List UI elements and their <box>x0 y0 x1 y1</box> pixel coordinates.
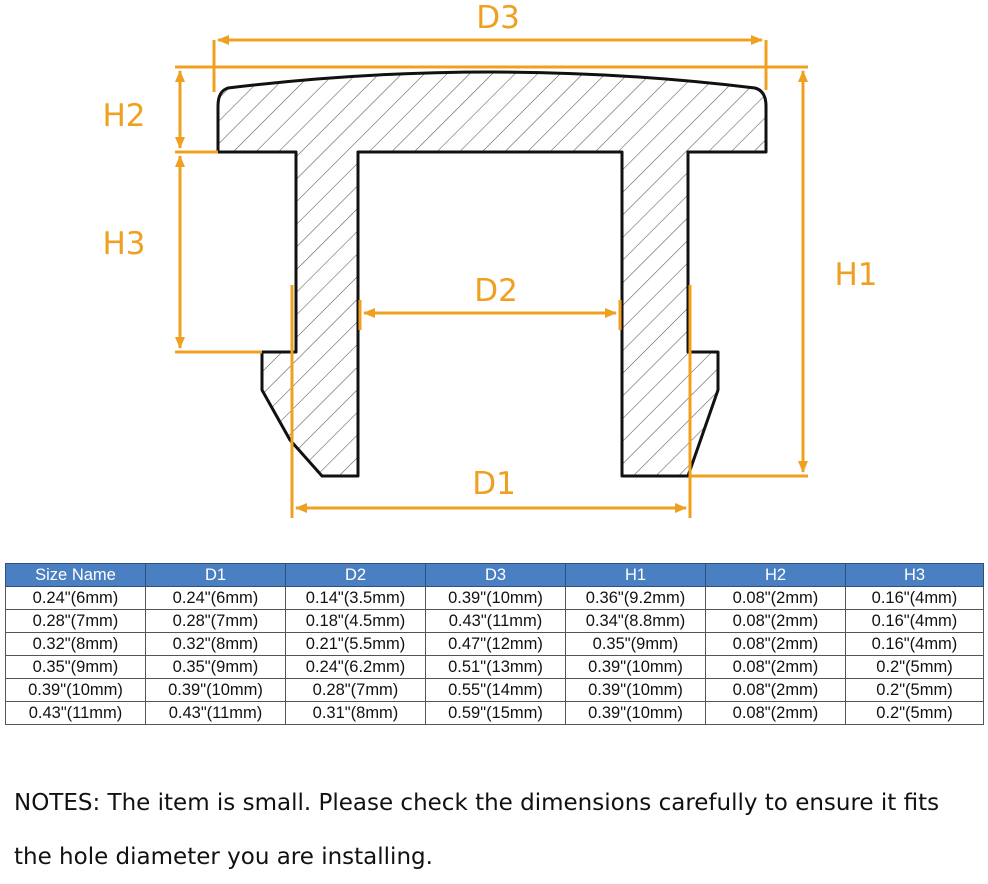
table-cell: 0.55"(14mm) <box>425 678 566 702</box>
table-cell: 0.39"(10mm) <box>565 701 706 725</box>
installation-notes: NOTES: The item is small. Please check t… <box>14 790 940 870</box>
plug-cross-section-diagram: D3 H2 H3 D2 H1 D1 <box>102 0 878 518</box>
table-cell: 0.31"(8mm) <box>285 701 426 725</box>
table-cell: 0.18"(4.5mm) <box>285 609 426 633</box>
table-cell: 0.16"(4mm) <box>845 632 984 656</box>
table-cell: 0.59"(15mm) <box>425 701 566 725</box>
table-cell: 0.35"(9mm) <box>5 655 146 679</box>
table-cell: 0.16"(4mm) <box>845 586 984 610</box>
column-header-h3: H3 <box>845 563 984 587</box>
table-cell: 0.08"(2mm) <box>705 632 846 656</box>
table-cell: 0.2"(5mm) <box>845 655 984 679</box>
d2-label: D2 <box>474 273 518 309</box>
table-cell: 0.39"(10mm) <box>565 678 706 702</box>
column-header-d3: D3 <box>425 563 566 587</box>
table-cell: 0.14"(3.5mm) <box>285 586 426 610</box>
table-cell: 0.39"(10mm) <box>565 655 706 679</box>
table-row: 0.39"(10mm) 0.39"(10mm) 0.28"(7mm) 0.55"… <box>5 678 984 702</box>
table-cell: 0.28"(7mm) <box>5 609 146 633</box>
column-header-d2: D2 <box>285 563 426 587</box>
table-cell: 0.39"(10mm) <box>145 678 286 702</box>
table-cell: 0.32"(8mm) <box>145 632 286 656</box>
table-cell: 0.32"(8mm) <box>5 632 146 656</box>
table-cell: 0.43"(11mm) <box>5 701 146 725</box>
column-header-d1: D1 <box>145 563 286 587</box>
plug-outline <box>216 70 768 478</box>
d1-label: D1 <box>472 466 516 502</box>
column-header-size-name: Size Name <box>5 563 146 587</box>
table-cell: 0.08"(2mm) <box>705 586 846 610</box>
table-cell: 0.21"(5.5mm) <box>285 632 426 656</box>
table-header-row: Size Name D1 D2 D3 H1 H2 H3 <box>5 563 984 587</box>
h2-label: H2 <box>102 98 145 134</box>
d3-label: D3 <box>476 0 520 36</box>
h1-label: H1 <box>834 257 877 293</box>
extension-lines <box>175 40 808 518</box>
table-cell: 0.47"(12mm) <box>425 632 566 656</box>
table-cell: 0.2"(5mm) <box>845 678 984 702</box>
column-header-h1: H1 <box>565 563 706 587</box>
table-cell: 0.36"(9.2mm) <box>565 586 706 610</box>
table-cell: 0.08"(2mm) <box>705 609 846 633</box>
table-cell: 0.16"(4mm) <box>845 609 984 633</box>
size-specification-table: Size Name D1 D2 D3 H1 H2 H3 0.24"(6mm) 0… <box>5 563 984 725</box>
table-row: 0.28"(7mm) 0.28"(7mm) 0.18"(4.5mm) 0.43"… <box>5 609 984 633</box>
table-cell: 0.2"(5mm) <box>845 701 984 725</box>
table-cell: 0.08"(2mm) <box>705 655 846 679</box>
table-cell: 0.39"(10mm) <box>425 586 566 610</box>
table-cell: 0.35"(9mm) <box>565 632 706 656</box>
table-cell: 0.24"(6.2mm) <box>285 655 426 679</box>
table-cell: 0.08"(2mm) <box>705 701 846 725</box>
table-cell: 0.39"(10mm) <box>5 678 146 702</box>
table-row: 0.32"(8mm) 0.32"(8mm) 0.21"(5.5mm) 0.47"… <box>5 632 984 656</box>
table-cell: 0.34"(8.8mm) <box>565 609 706 633</box>
table-cell: 0.08"(2mm) <box>705 678 846 702</box>
table-cell: 0.28"(7mm) <box>285 678 426 702</box>
table-cell: 0.28"(7mm) <box>145 609 286 633</box>
column-header-h2: H2 <box>705 563 846 587</box>
table-cell: 0.43"(11mm) <box>425 609 566 633</box>
table-cell: 0.24"(6mm) <box>145 586 286 610</box>
table-row: 0.43"(11mm) 0.43"(11mm) 0.31"(8mm) 0.59"… <box>5 701 984 725</box>
h3-label: H3 <box>102 226 145 262</box>
table-cell: 0.24"(6mm) <box>5 586 146 610</box>
table-row: 0.35"(9mm) 0.35"(9mm) 0.24"(6.2mm) 0.51"… <box>5 655 984 679</box>
table-cell: 0.35"(9mm) <box>145 655 286 679</box>
table-cell: 0.43"(11mm) <box>145 701 286 725</box>
table-cell: 0.51"(13mm) <box>425 655 566 679</box>
table-row: 0.24"(6mm) 0.24"(6mm) 0.14"(3.5mm) 0.39"… <box>5 586 984 610</box>
